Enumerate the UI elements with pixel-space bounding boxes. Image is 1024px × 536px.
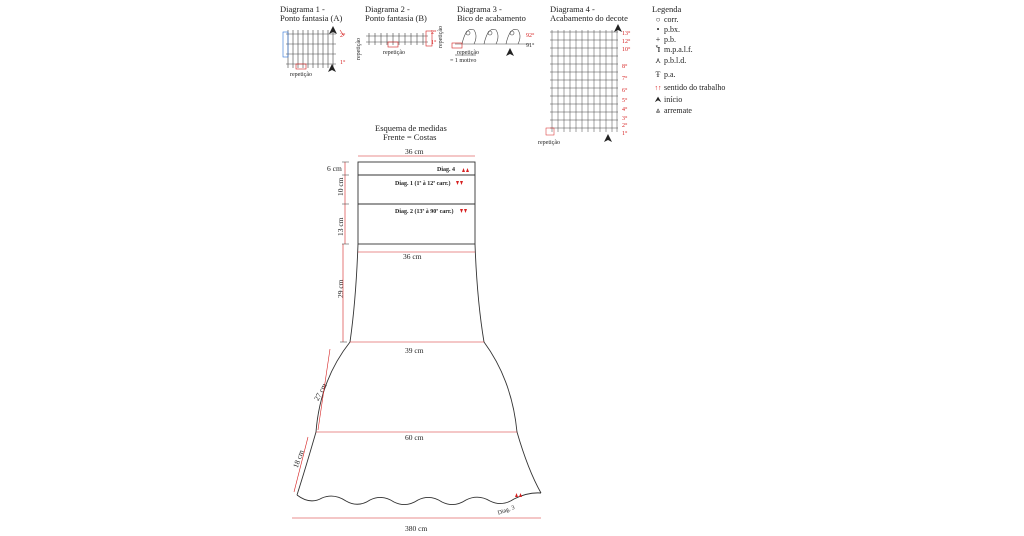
diagram3-subtitle: Bico de acabamento — [457, 13, 526, 23]
diagram3-repeat-label: repetição — [457, 50, 479, 56]
start-arrow-icon — [328, 64, 336, 72]
diagram4-start-arrow-icon — [604, 134, 612, 142]
legend-item-finish: ⩓arremate — [652, 106, 692, 115]
diagram2-stitch-row — [366, 30, 433, 48]
diagram2-row-mark-1: 1° — [431, 40, 437, 46]
finish-arrow-icon — [329, 26, 337, 34]
diagram4-row-mark-7: 7° — [622, 76, 628, 82]
diagram4-row-mark-8: 8° — [622, 64, 628, 70]
single-crochet-icon: + — [655, 35, 661, 44]
width-hip-label: 39 cm — [405, 346, 424, 355]
diagram1-subtitle: Ponto fantasia (A) — [280, 13, 343, 23]
diagram4-row-mark-12: 12° — [622, 39, 631, 45]
diagram2-title: Diagrama 2 - — [365, 4, 410, 14]
diagram3-title: Diagrama 3 - — [457, 4, 502, 14]
legend-item-pbx: •p.bx. — [652, 25, 680, 34]
width-knee-label: 60 cm — [405, 433, 424, 442]
height-6-label: 6 cm — [327, 164, 342, 173]
diagram4-row-mark-4: 4° — [622, 107, 628, 113]
diagram4-subtitle: Acabamento do decote — [550, 13, 628, 23]
schema-subtitle: Frente = Costas — [383, 132, 437, 142]
legend-item-pbld: ⋏p.b.l.d. — [652, 56, 686, 65]
diagram3-row-mark-91: 91° — [526, 43, 535, 49]
diagram1-title: Diagrama 1 - — [280, 4, 325, 14]
slip-stitch-icon: • — [656, 25, 660, 34]
schema-title: Esquema de medidas — [375, 123, 447, 133]
finish-arrow-icon: ⩓ — [655, 106, 661, 115]
band-label-diag1: Diag. 1 (1ª à 12ª carr.) — [395, 181, 451, 187]
diagram2-repeat-label: repetição — [383, 50, 405, 56]
legend-item-direction: ↑↑sentido do trabalho — [652, 83, 726, 93]
diagram4-finish-arrow-icon — [614, 24, 622, 32]
band-label-diag2: Diag. 2 (13ª à 90ª carr.) — [395, 209, 454, 215]
start-arrow-icon: ⮝ — [654, 95, 662, 104]
diagram3-motif-label: = 1 motivo — [450, 58, 477, 64]
diagram4-title: Diagrama 4 - — [550, 4, 595, 14]
diagram4-row-mark-3: 3° — [622, 116, 628, 122]
skirt-outline — [296, 161, 542, 505]
legend-title: Legenda — [652, 4, 682, 14]
diagram1-stitch-grid — [282, 29, 345, 70]
legend-item-start: ⮝início — [652, 95, 683, 104]
work-direction-arrows-icon: ↑↑ — [654, 84, 662, 92]
diagram2-row-mark-2: 2° — [431, 30, 437, 36]
measurement-lines — [292, 155, 541, 519]
diagram3-row-mark-92: 92° — [526, 33, 535, 39]
width-waist-label: 36 cm — [403, 252, 422, 261]
width-hem-label: 380 cm — [405, 524, 428, 533]
diagram1-repeat-label: repetição — [290, 72, 312, 78]
legend-item-corr: ○corr. — [652, 15, 679, 24]
dimension-ticks — [340, 161, 349, 343]
diagram4-row-mark-6: 6° — [622, 88, 628, 94]
diagram4-row-mark-5: 5° — [622, 98, 628, 104]
diagram4-row-mark-10: 10° — [622, 47, 631, 53]
double-crochet-icon: Ŧ — [655, 70, 661, 79]
diagram3-start-arrow-icon — [506, 48, 514, 56]
diagram1-row-mark-1: 1° — [340, 60, 346, 66]
chain-stitch-icon: ○ — [655, 15, 661, 24]
diagram4-row-mark-1: 1° — [622, 131, 628, 137]
diagram4-stitch-grid — [545, 30, 618, 136]
diagram3-scallops — [451, 29, 530, 56]
width-top-label: 36 cm — [405, 147, 424, 156]
diagram1-row-mark-2: 2° — [340, 33, 346, 39]
diagram4-repeat-label: repetição — [538, 140, 560, 146]
sc-decrease-icon: ⋏ — [655, 56, 661, 65]
diagram2-subtitle: Ponto fantasia (B) — [365, 13, 427, 23]
diagram4-row-mark-13: 13° — [622, 31, 631, 37]
half-double-crochet-back-loop-icon: Ⴈ — [655, 45, 661, 54]
diagram4-row-mark-2: 2° — [622, 123, 628, 129]
direction-arrows — [456, 168, 522, 497]
band-label-diag4: Diag. 4 — [437, 167, 455, 173]
legend-item-pb: +p.b. — [652, 35, 676, 44]
